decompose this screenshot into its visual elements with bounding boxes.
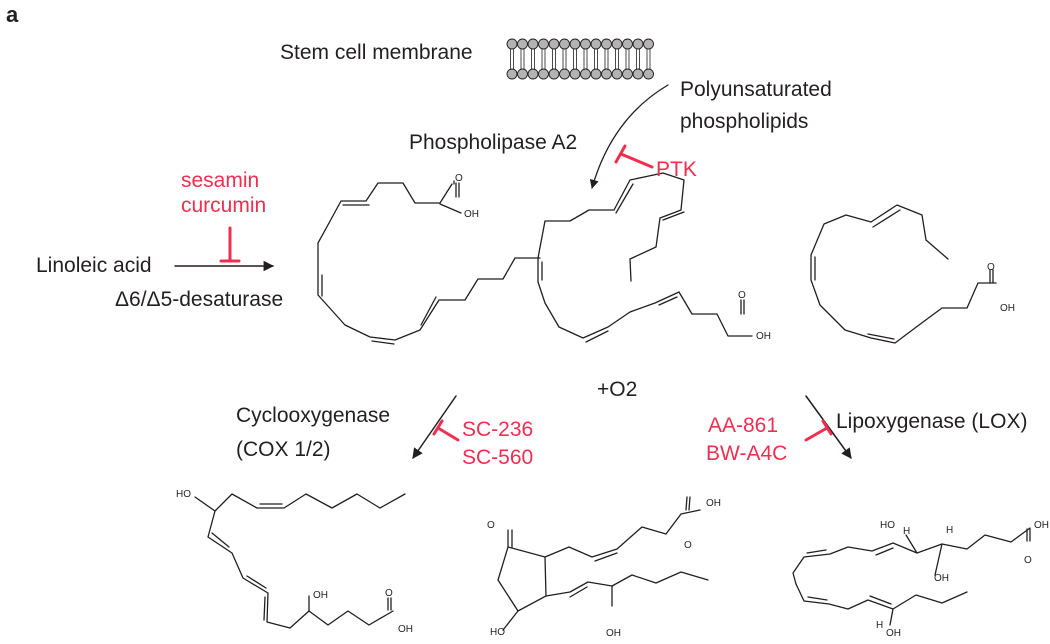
membrane-head [538,38,549,50]
membrane-head [590,38,602,50]
atom-o-mol3: O [987,262,995,273]
oxygen-label: +O2 [597,378,638,401]
lipoxygenase-label: Lipoxygenase (LOX) [836,410,1028,433]
membrane-head [559,68,570,80]
atom-h3-prod3: H [876,620,884,631]
atom-o-prod1: O [385,588,393,599]
atom-oh-acid-prod3: OH [1034,520,1049,531]
atom-o-prod2: O [684,540,692,551]
atom-oh2-prod2: OH [606,628,621,639]
fatty-acid-2-structure [537,172,753,343]
desaturase-label: Δ6/Δ5-desaturase [115,288,284,311]
atom-h1-prod3: H [903,526,911,537]
phospholipase-label: Phospholipase A2 [409,131,578,154]
atom-o-mol1: O [455,173,463,184]
membrane-bilayer [506,38,654,80]
product-3-structure [792,527,1031,626]
membrane-head [611,38,623,50]
membrane-head [580,68,591,80]
membrane-head [548,68,560,80]
membrane-head [643,68,654,80]
polyunsaturated-label-line2: phospholipids [680,110,809,133]
atom-ho-prod1: HO [176,489,191,500]
ptk-label: PTK [656,158,697,181]
membrane-head [569,68,581,80]
atom-oh-prod3: OH [934,573,949,584]
membrane-head [569,38,581,50]
membrane-label: Stem cell membrane [280,41,473,64]
atom-h2-prod3: H [946,525,954,536]
fatty-acid-1-structure [317,180,541,345]
sc-inhibitor-mark [432,419,460,442]
curcumin-label: curcumin [181,194,267,217]
cyclooxygenase-label: Cyclooxygenase [236,404,391,427]
sesamin-label: sesamin [181,169,260,192]
membrane-head [601,68,612,80]
linoleic-acid-label: Linoleic acid [36,254,152,277]
polyunsaturated-label-line1: Polyunsaturated [680,78,832,101]
atom-oh2-prod3: OH [886,628,901,639]
lox-inhibitor-mark [804,419,833,442]
atom-oh-mol1: OH [464,209,479,220]
sc-560-label: SC-560 [462,446,534,469]
membrane-head [601,38,612,50]
atom-o-acid-prod3: O [1024,555,1032,566]
phospholipase-arrow [589,84,669,189]
sesamin-curcumin-inhibitor-mark [219,226,241,263]
fatty-acid-3-structure [810,204,997,344]
atom-oh-prod2: OH [706,498,721,509]
cox-arrow [412,395,457,459]
atom-oh2-prod1: OH [398,624,413,635]
membrane-head [643,38,654,50]
atom-ho-prod2: HO [490,627,505,638]
membrane-head [632,68,644,80]
membrane-head [517,38,528,50]
atom-oh-mol3: OH [1000,303,1015,314]
atom-oh-mol2: OH [756,331,771,342]
atom-oh-prod1: OH [313,590,328,601]
cox-label: (COX 1/2) [236,438,331,461]
membrane-head [622,38,633,50]
atom-o-mol2: O [738,290,746,301]
panel-label: a [6,2,19,27]
product-2-structure [497,496,709,631]
bw-a4c-label: BW-A4C [706,442,788,465]
membrane-head [632,38,644,50]
membrane-head [580,38,591,50]
atom-o-ring-prod2: O [487,520,495,531]
atom-ho-prod3: HO [880,520,895,531]
membrane-head [527,68,539,80]
sc-236-label: SC-236 [462,418,534,441]
aa-861-label: AA-861 [708,414,779,437]
membrane-head [506,38,518,50]
membrane-head [559,38,570,50]
lox-arrow [805,395,852,459]
membrane-head [590,68,602,80]
product-1-structure [194,493,406,629]
membrane-head [538,68,549,80]
membrane-head [506,68,518,80]
membrane-head [517,68,528,80]
membrane-head [611,68,623,80]
membrane-head [548,38,560,50]
membrane-head [622,68,633,80]
membrane-head [527,38,539,50]
ptk-inhibitor-mark [614,144,654,169]
